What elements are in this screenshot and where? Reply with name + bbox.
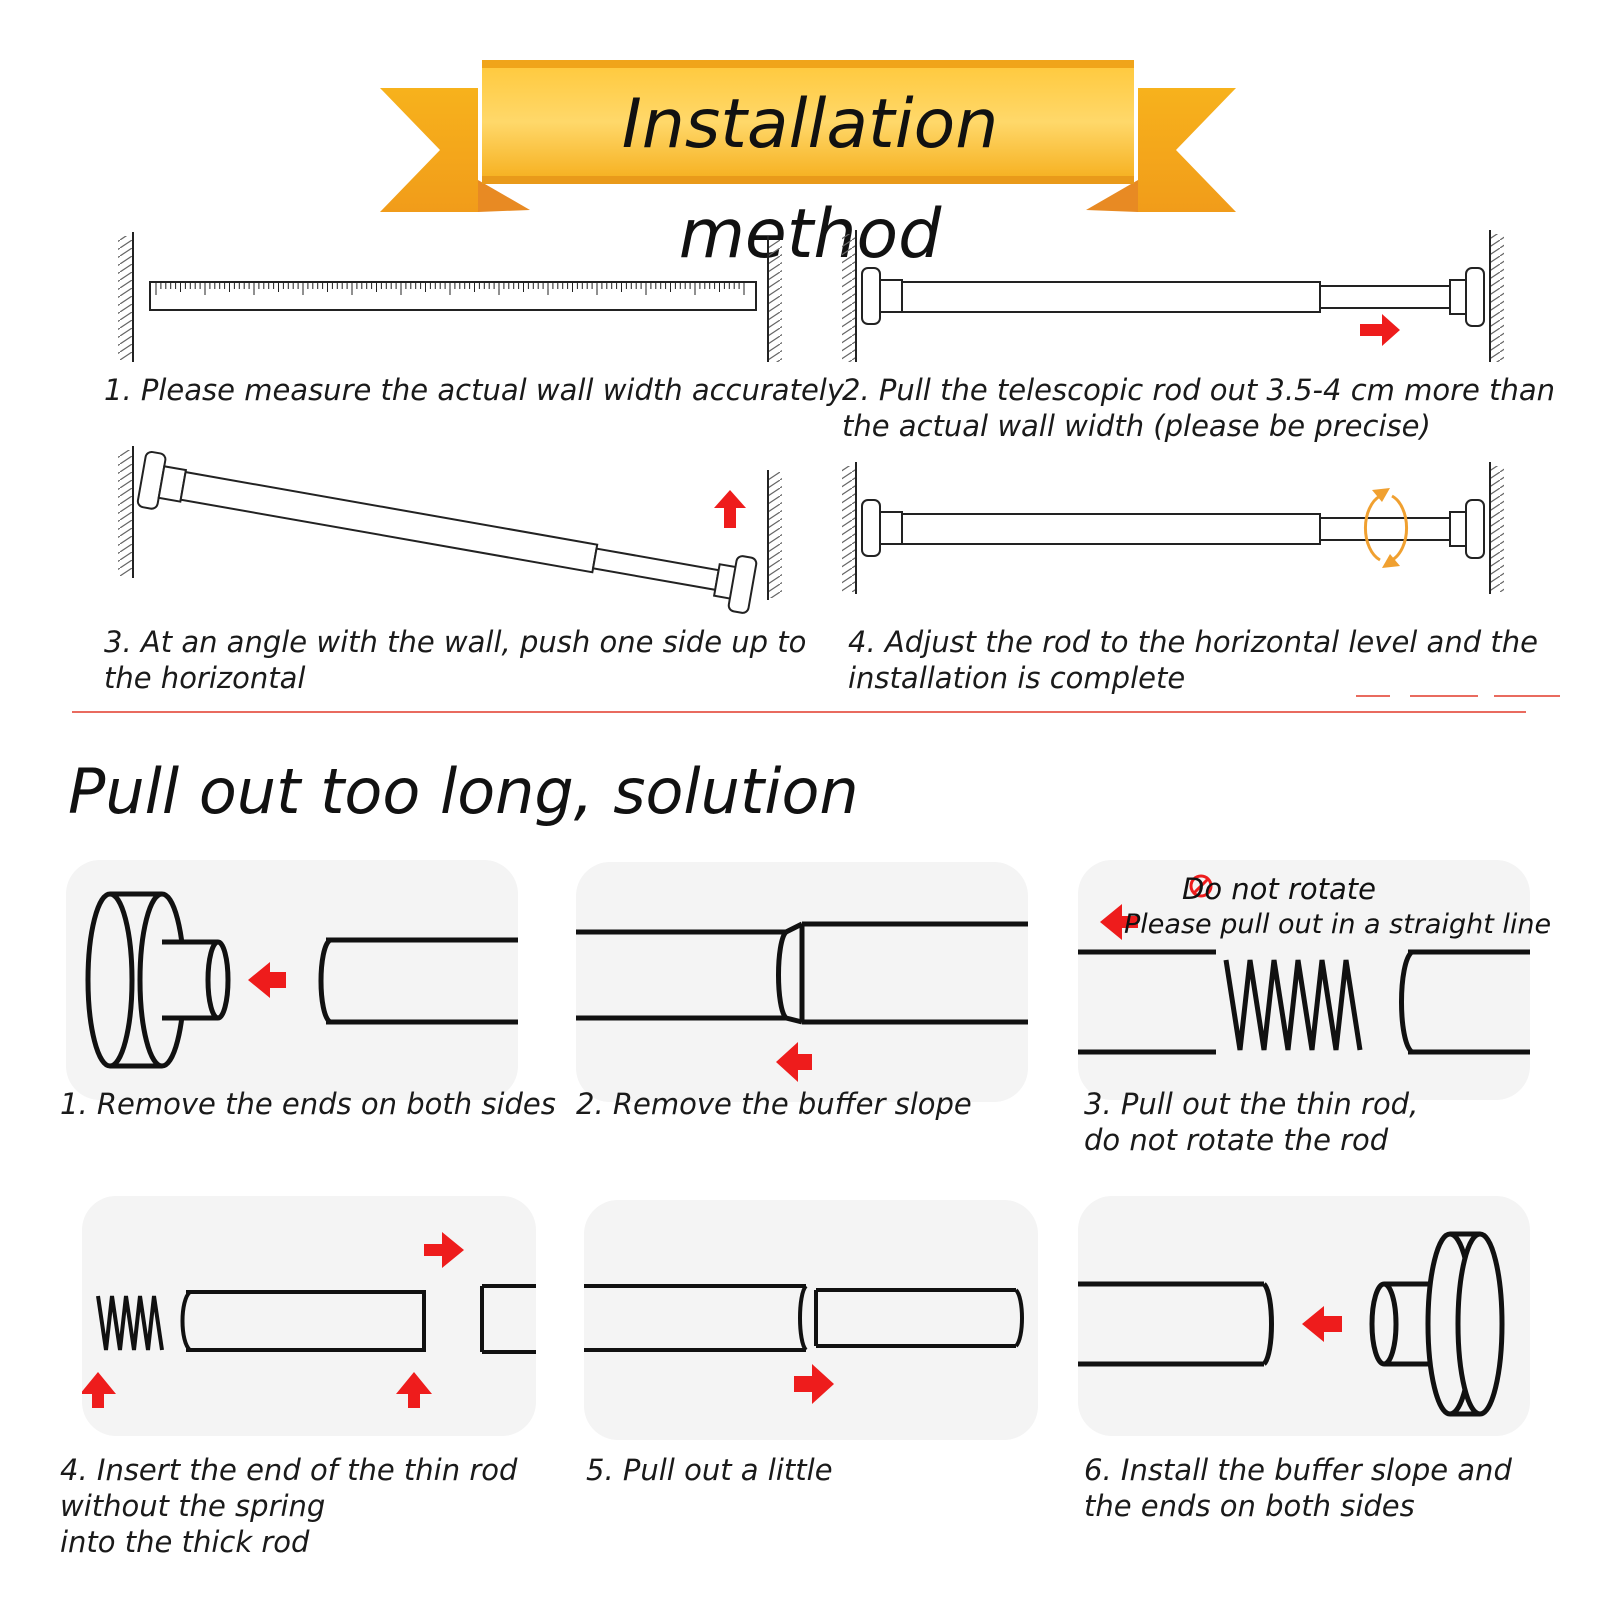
install-step-3-caption: 3. At an angle with the wall, push one s… <box>104 625 807 695</box>
red-arrow-right <box>424 1232 464 1268</box>
note-do-not-rotate: Do not rotate <box>1182 872 1377 906</box>
red-arrow-up <box>396 1372 432 1408</box>
solution-step-5-caption: 5. Pull out a little <box>586 1453 833 1487</box>
wall-hatch <box>1490 466 1504 592</box>
red-arrow-up <box>714 490 746 528</box>
solution-step-2-caption: 2. Remove the buffer slope <box>576 1087 972 1121</box>
solution-panel-1 <box>66 860 518 1100</box>
solution-title: Pull out too long, solution <box>68 755 859 828</box>
wall-hatch <box>118 236 132 360</box>
solution-step-1-caption: 1. Remove the ends on both sides <box>60 1087 556 1121</box>
install-step-2-caption: 2. Pull the telescopic rod out 3.5-4 cm … <box>842 373 1555 443</box>
banner-ribbon <box>380 60 1236 212</box>
solution-panel-5 <box>584 1200 1038 1440</box>
solution-panel-6 <box>1078 1196 1530 1436</box>
install-step-4-caption: 4. Adjust the rod to the horizontal leve… <box>848 625 1538 695</box>
installation-diagrams <box>72 230 1560 713</box>
section-divider <box>72 695 1560 713</box>
red-arrow-left <box>1302 1306 1342 1342</box>
spring-icon <box>1223 959 1363 1051</box>
red-arrow-up <box>82 1372 116 1408</box>
wall-hatch <box>768 240 782 362</box>
solution-step-4-caption: 4. Insert the end of the thin rod withou… <box>60 1453 518 1559</box>
wall-hatch <box>118 450 132 576</box>
solution-step-6-caption: 6. Install the buffer slope and the ends… <box>1084 1453 1512 1523</box>
solution-step-3-caption: 3. Pull out the thin rod, do not rotate … <box>1084 1087 1419 1157</box>
solution-panel-2 <box>576 862 1028 1102</box>
note-pull-straight: Please pull out in a straight line <box>1124 909 1552 940</box>
red-arrow-left <box>248 962 286 998</box>
rotation-arrows-icon <box>1363 494 1409 562</box>
no-entry-icon <box>1189 874 1213 898</box>
red-arrow-left <box>1100 904 1138 940</box>
red-arrow-right <box>794 1364 834 1404</box>
wall-hatch <box>768 472 782 598</box>
wall-hatch <box>1490 234 1504 362</box>
wall-hatch <box>842 466 856 592</box>
red-arrow-left <box>776 1042 812 1082</box>
install-step-1-caption: 1. Please measure the actual wall width … <box>104 373 845 407</box>
red-arrow-right <box>1360 314 1400 346</box>
solution-panel-3 <box>1078 860 1530 1100</box>
solution-panel-4 <box>82 1196 536 1436</box>
banner-title: Installation method <box>621 85 999 274</box>
spring-icon <box>96 1295 164 1351</box>
tape-measure <box>149 281 757 311</box>
wall-hatch <box>842 234 856 362</box>
